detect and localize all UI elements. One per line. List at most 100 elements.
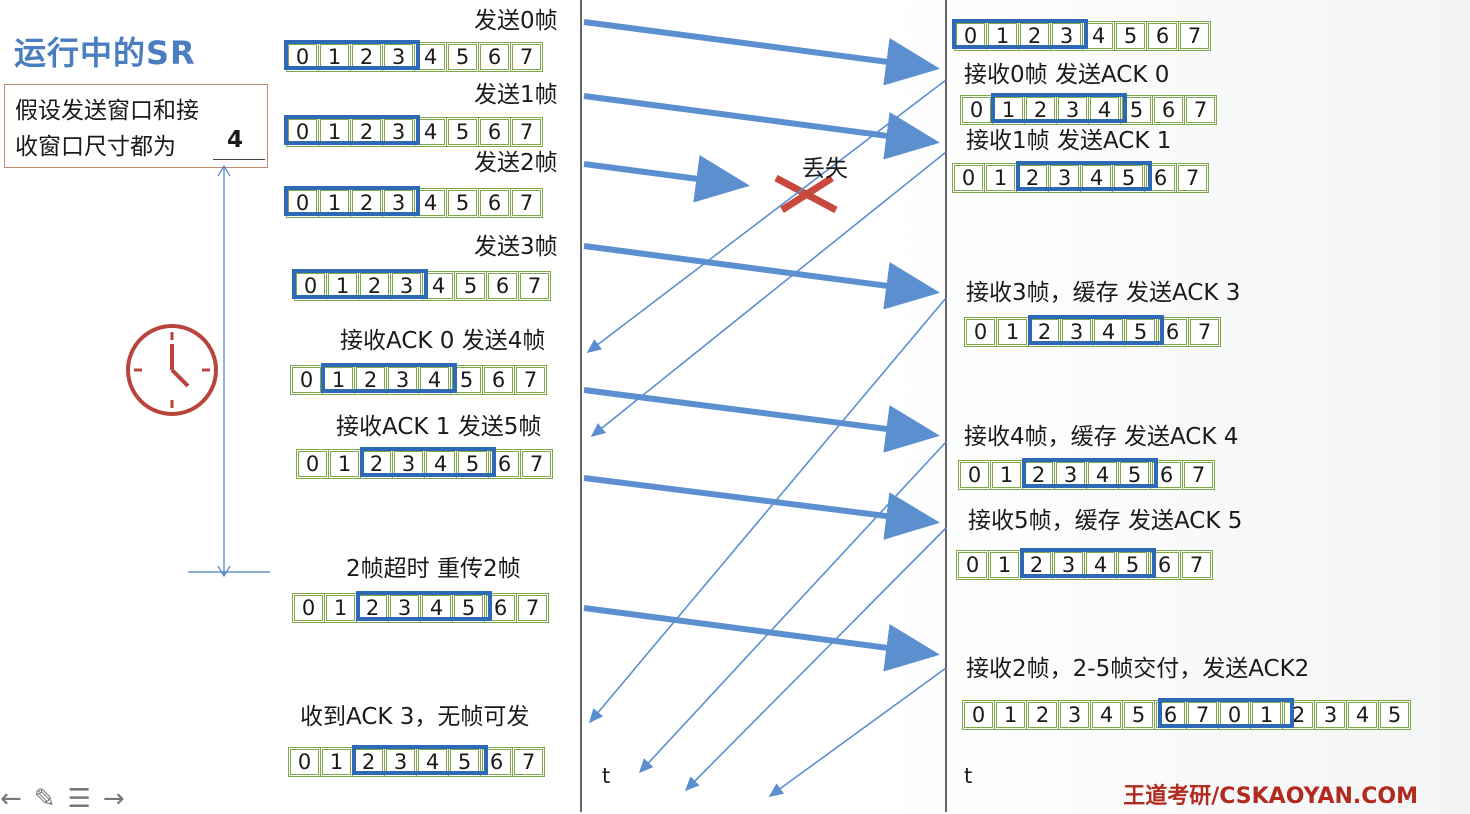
ack-3-arrow	[588, 297, 947, 724]
previous-slide-icon[interactable]: ←	[0, 784, 22, 814]
menu-icon[interactable]: ☰	[67, 784, 91, 814]
sequence-number-cell: 6	[478, 188, 511, 218]
ack-2-arrow	[768, 667, 947, 797]
sender-event-label: 发送0帧	[474, 8, 558, 34]
window-frame	[1022, 458, 1158, 488]
pen-icon[interactable]: ✎	[33, 784, 56, 814]
receiver-event-label: 接收0帧 发送ACK 0	[964, 62, 1170, 88]
sequence-number-cell: 1	[318, 42, 351, 72]
sequence-number-cell: 7	[520, 449, 553, 479]
ack-4-arrow	[638, 441, 947, 774]
sequence-number-cell: 2	[350, 42, 383, 72]
sequence-number-cell: 1	[988, 550, 1021, 580]
sender-event-label: 2帧超时 重传2帧	[346, 556, 521, 582]
sequence-number-cell: 5	[1114, 21, 1147, 51]
window-frame	[321, 363, 457, 393]
timer-arrow-bottom	[217, 565, 231, 578]
sequence-number-cell: 0	[952, 163, 985, 193]
sequence-number-cell: 4	[422, 271, 455, 301]
sequence-number-cell: 6	[478, 42, 511, 72]
receiver-event-label: 接收2帧，2-5帧交付，发送ACK2	[966, 656, 1310, 682]
sequence-number-cell: 0	[288, 747, 321, 777]
window-frame	[292, 269, 428, 299]
sequence-number-cell: 4	[1346, 700, 1379, 730]
receiver-event-label: 接收3帧，缓存 发送ACK 3	[966, 280, 1241, 306]
sequence-number-cell: 3	[1314, 700, 1347, 730]
sequence-number-cell: 5	[1378, 700, 1411, 730]
underline	[213, 159, 265, 160]
sequence-number-cell: 6	[482, 365, 515, 395]
window-frame	[991, 93, 1127, 123]
sequence-number-cell: 1	[320, 747, 353, 777]
receiver-time-label: t	[964, 764, 973, 788]
sequence-number-cell: 6	[1152, 95, 1185, 125]
sequence-number-cell: 6	[486, 271, 519, 301]
sequence-number-cell: 5	[446, 117, 479, 147]
sequence-number-cell: 4	[414, 188, 447, 218]
window-frame	[284, 40, 420, 70]
sequence-number-cell: 5	[446, 188, 479, 218]
sequence-number-cell: 7	[510, 42, 543, 72]
watermark: 王道考研/CSKAOYAN.COM	[1123, 784, 1418, 809]
window-frame	[356, 591, 492, 621]
sequence-number-cell: 5	[1122, 700, 1155, 730]
sequence-number-cell: 1	[328, 449, 361, 479]
sequence-number-cell: 0	[292, 593, 325, 623]
assumption-line-2: 收窗口尺寸都为	[15, 134, 176, 160]
sequence-number-cell: 4	[414, 42, 447, 72]
sequence-number-cell: 0	[964, 317, 997, 347]
sequence-number-cell: 0	[960, 95, 993, 125]
frame-4-arrow	[583, 387, 940, 453]
sender-event-label: 发送1帧	[474, 82, 558, 108]
window-frame	[1028, 315, 1164, 345]
frame-0-arrow	[583, 19, 940, 86]
sequence-number-cell: 1	[990, 460, 1023, 490]
receiver-event-label: 接收5帧，缓存 发送ACK 5	[968, 508, 1243, 534]
slide-nav-toolbar: ← ✎ ☰ →	[0, 784, 125, 814]
sequence-number-cell: 7	[1184, 95, 1217, 125]
frame-1-arrow	[583, 93, 940, 160]
slide-title: 运行中的SR	[14, 34, 196, 72]
sender-event-label: 收到ACK 3，无帧可发	[300, 704, 530, 730]
sequence-number-cell: 1	[996, 317, 1029, 347]
data-frame-arrows	[583, 19, 940, 672]
window-frame	[284, 186, 420, 216]
sequence-number-cell: 2	[358, 271, 391, 301]
window-size-value: 4	[227, 127, 244, 153]
sequence-number-cell: 7	[1180, 550, 1213, 580]
assumption-box: 假设发送窗口和接 收窗口尺寸都为 4	[4, 84, 268, 168]
sender-event-label: 发送2帧	[474, 150, 558, 176]
window-frame	[1158, 698, 1294, 728]
ack-0-arrow	[586, 79, 947, 353]
lost-label: 丢失	[802, 156, 848, 182]
sequence-number-cell: 1	[984, 163, 1017, 193]
receiver-event-label: 接收1帧 发送ACK 1	[966, 128, 1172, 154]
sequence-number-cell: 0	[958, 460, 991, 490]
sequence-number-cell: 7	[1178, 21, 1211, 51]
next-slide-icon[interactable]: →	[102, 784, 125, 814]
sequence-number-cell: 7	[512, 747, 545, 777]
sequence-number-cell: 0	[290, 365, 323, 395]
window-frame	[284, 115, 420, 145]
timer-arrow-top	[217, 164, 231, 177]
sequence-number-cell: 7	[1188, 317, 1221, 347]
clock-icon	[126, 324, 218, 416]
sequence-number-cell: 7	[514, 365, 547, 395]
sequence-number-cell: 5	[454, 271, 487, 301]
frame-5-arrow	[583, 475, 940, 540]
sequence-number-cell: 6	[478, 117, 511, 147]
sequence-number-cell: 2	[1026, 700, 1059, 730]
window-frame	[352, 745, 488, 775]
sequence-number-cell: 0	[296, 449, 329, 479]
sequence-number-cell: 7	[510, 188, 543, 218]
